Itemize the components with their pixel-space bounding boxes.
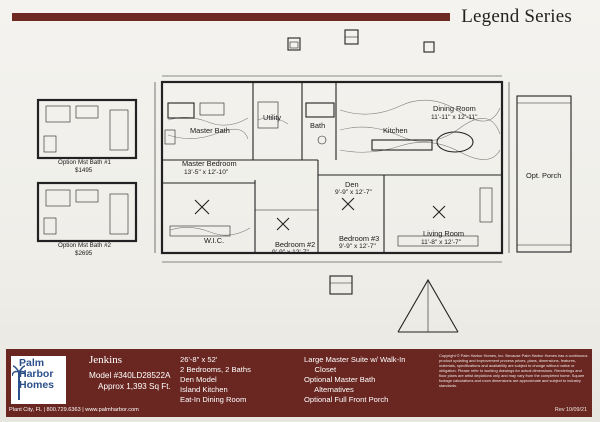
fixtures	[164, 101, 493, 247]
front-steps	[329, 275, 459, 333]
feature-item: Optional Master Bath	[304, 375, 376, 384]
room-living: Living Room	[423, 229, 464, 238]
brand-logo: Palm Harbor Homes	[11, 356, 66, 404]
option-bath-1	[36, 98, 138, 160]
contact-line: Plant City, FL | 800.729.6363 | www.palm…	[9, 407, 139, 413]
features-list-b: Large Master Suite w/ Walk-In Closet Opt…	[304, 355, 405, 405]
model-name: Jenkins	[89, 354, 122, 366]
brand-logo-text: Palm Harbor Homes	[19, 358, 65, 391]
floor-plan-drawing: Master Bath Utility Bath Kitchen Dining …	[36, 29, 572, 333]
room-bath-2: Bath	[310, 121, 325, 130]
room-living-dims: 11'-8" x 12'-7"	[421, 239, 462, 246]
option-bath-1-price: $1495	[75, 167, 93, 174]
header-rule	[12, 13, 450, 21]
feature-item: Den Model	[180, 375, 217, 384]
model-sqft: Approx 1,393 Sq Ft.	[98, 382, 171, 391]
room-dining: Dining Room	[433, 104, 476, 113]
room-den-dims: 9'-9" x 12'-7"	[335, 189, 373, 196]
disclaimer-text: Copyright © Palm Harbor Homes, Inc. Beca…	[439, 353, 588, 388]
feature-item: Island Kitchen	[180, 385, 228, 394]
room-bedroom-3: Bedroom #3	[339, 234, 379, 243]
room-den: Den	[345, 180, 359, 189]
room-master-bedroom: Master Bedroom	[182, 159, 237, 168]
room-kitchen: Kitchen	[383, 126, 408, 135]
series-title: Legend Series	[461, 6, 572, 27]
option-bath-1-name: Option Mst Bath #1	[58, 159, 112, 166]
palm-tree-icon	[12, 365, 26, 400]
feature-item: 2 Bedrooms, 2 Baths	[180, 365, 251, 374]
option-bath-2-price: $2695	[75, 250, 93, 257]
revision-date: Rev 10/09/21	[554, 407, 587, 413]
model-number: Model #340LD28522A	[89, 371, 171, 380]
feature-item: 26'-8" x 52'	[180, 355, 218, 364]
feature-item: Large Master Suite w/ Walk-In	[304, 355, 406, 364]
room-porch: Opt. Porch	[526, 171, 561, 180]
option-bath-2	[36, 181, 138, 243]
main-house	[154, 75, 572, 263]
room-wic: W.I.C.	[204, 236, 224, 245]
feature-item: Closet	[304, 365, 337, 374]
feature-item: Eat-In Dining Room	[180, 395, 247, 404]
room-dining-dims: 11'-11" x 12'-11"	[431, 114, 478, 121]
ceiling-fan-icons	[194, 197, 446, 231]
logo-line-2: Harbor	[19, 368, 54, 380]
logo-line-1: Palm	[19, 357, 45, 369]
elevation-symbols	[287, 29, 435, 53]
feature-item: Optional Full Front Porch	[304, 395, 389, 404]
room-bedroom-3-dims: 9'-9" x 12'-7"	[339, 243, 377, 250]
feature-item: Alternatives	[304, 385, 354, 394]
room-bedroom-2-dims: 9'-9" x 12'-7"	[272, 249, 310, 256]
room-master-bath: Master Bath	[190, 126, 230, 135]
room-bedroom-2: Bedroom #2	[275, 240, 315, 249]
logo-line-3: Homes	[19, 379, 55, 391]
room-master-bedroom-dims: 13'-5" x 12'-10"	[184, 169, 229, 176]
room-utility: Utility	[263, 113, 281, 122]
features-list-a: 26'-8" x 52' 2 Bedrooms, 2 Baths Den Mod…	[180, 355, 251, 405]
option-bath-2-name: Option Mst Bath #2	[58, 242, 112, 249]
info-panel: Palm Harbor Homes Plant City, FL | 800.7…	[6, 349, 592, 417]
